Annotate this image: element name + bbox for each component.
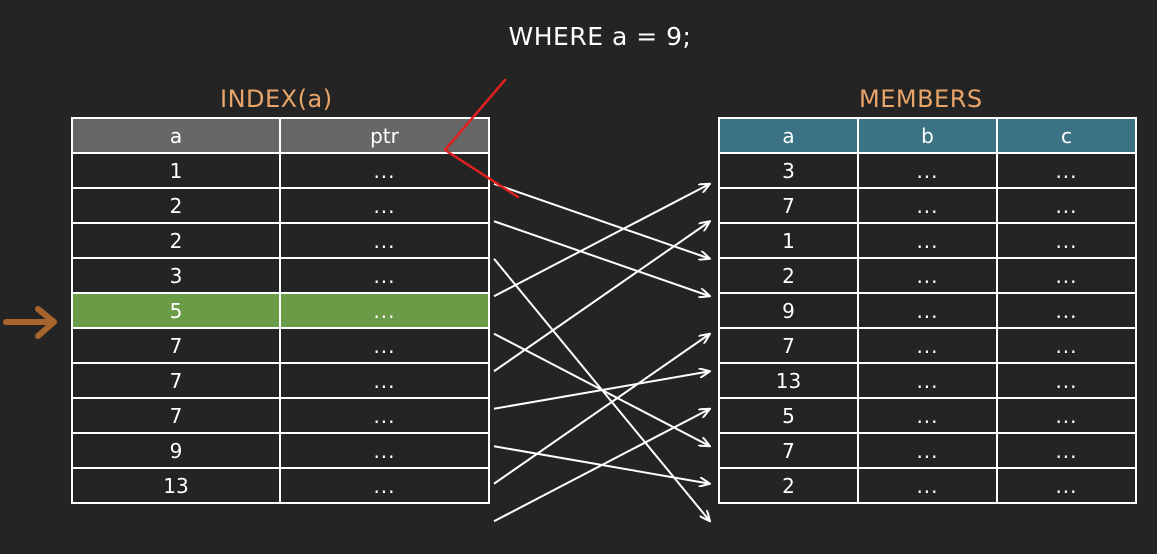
pointer-lines (493, 182, 710, 523)
members-cell-a: 3 (718, 152, 859, 189)
index-table: a ptr 1...2...2...3...5...7...7...7...9.… (71, 117, 490, 504)
index-row: 3... (71, 257, 490, 294)
members-header-c: c (996, 117, 1137, 154)
members-cell-b: ... (857, 257, 998, 294)
members-cell-c: ... (996, 292, 1137, 329)
members-cell-b: ... (857, 362, 998, 399)
members-cell-b: ... (857, 222, 998, 259)
members-row: 5...... (718, 397, 1137, 434)
index-cell-a: 3 (71, 257, 281, 294)
members-cell-c: ... (996, 222, 1137, 259)
index-row: 1... (71, 152, 490, 189)
members-header-b: b (857, 117, 998, 154)
members-table: a b c 3......7......1......2......9.....… (718, 117, 1137, 504)
members-row: 7...... (718, 327, 1137, 364)
members-header-a: a (718, 117, 859, 154)
index-cell-ptr: ... (279, 327, 490, 364)
members-cell-b: ... (857, 152, 998, 189)
index-row: 7... (71, 327, 490, 364)
members-cell-a: 7 (718, 432, 859, 469)
members-cell-c: ... (996, 397, 1137, 434)
index-cell-a: 1 (71, 152, 281, 189)
index-header-row: a ptr (71, 117, 490, 154)
index-cell-a: 9 (71, 432, 281, 469)
members-cell-c: ... (996, 257, 1137, 294)
members-heading: MEMBERS (859, 85, 983, 113)
index-cell-ptr: ... (279, 362, 490, 399)
index-cell-ptr: ... (279, 257, 490, 294)
pointer-arrow (493, 220, 710, 296)
pointer-arrow (493, 409, 710, 523)
index-row: 5... (71, 292, 490, 329)
index-cell-ptr: ... (279, 292, 490, 329)
members-cell-a: 9 (718, 292, 859, 329)
members-cell-b: ... (857, 187, 998, 224)
members-cell-b: ... (857, 397, 998, 434)
index-cell-ptr: ... (279, 152, 490, 189)
members-row: 2...... (718, 257, 1137, 294)
members-cell-b: ... (857, 432, 998, 469)
members-cell-b: ... (857, 467, 998, 504)
index-row: 9... (71, 432, 490, 469)
members-row: 2...... (718, 467, 1137, 504)
members-cell-c: ... (996, 432, 1137, 469)
query-title: WHERE a = 9; (508, 22, 692, 51)
pointer-arrow (493, 221, 710, 373)
index-cell-ptr: ... (279, 467, 490, 504)
members-cell-c: ... (996, 187, 1137, 224)
members-cell-a: 13 (718, 362, 859, 399)
index-cell-a: 7 (71, 362, 281, 399)
index-cell-a: 5 (71, 292, 281, 329)
index-cell-a: 7 (71, 327, 281, 364)
index-cell-ptr: ... (279, 432, 490, 469)
members-cell-a: 1 (718, 222, 859, 259)
right-arrow-icon (3, 306, 57, 339)
members-cell-c: ... (996, 152, 1137, 189)
members-cell-b: ... (857, 292, 998, 329)
index-row: 7... (71, 397, 490, 434)
pointer-arrow (493, 371, 710, 410)
index-header-ptr: ptr (279, 117, 490, 154)
members-row: 9...... (718, 292, 1137, 329)
members-header-row: a b c (718, 117, 1137, 154)
members-row: 13...... (718, 362, 1137, 399)
members-row: 1...... (718, 222, 1137, 259)
members-cell-a: 5 (718, 397, 859, 434)
members-row: 7...... (718, 187, 1137, 224)
members-cell-c: ... (996, 467, 1137, 504)
members-cell-b: ... (857, 327, 998, 364)
pointer-arrow (493, 184, 710, 298)
index-heading: INDEX(a) (220, 85, 333, 113)
pointer-arrow (493, 334, 710, 485)
members-row: 7...... (718, 432, 1137, 469)
index-row: 7... (71, 362, 490, 399)
index-cell-a: 7 (71, 397, 281, 434)
index-row: 2... (71, 187, 490, 224)
members-cell-c: ... (996, 362, 1137, 399)
index-cell-ptr: ... (279, 222, 490, 259)
index-cell-a: 13 (71, 467, 281, 504)
members-cell-a: 2 (718, 257, 859, 294)
members-cell-c: ... (996, 327, 1137, 364)
index-header-a: a (71, 117, 281, 154)
index-cell-ptr: ... (279, 187, 490, 224)
members-cell-a: 7 (718, 187, 859, 224)
index-cell-ptr: ... (279, 397, 490, 434)
members-cell-a: 7 (718, 327, 859, 364)
index-row: 2... (71, 222, 490, 259)
members-row: 3...... (718, 152, 1137, 189)
members-cell-a: 2 (718, 467, 859, 504)
index-row: 13... (71, 467, 490, 504)
index-cell-a: 2 (71, 222, 281, 259)
pointer-arrow (493, 182, 710, 259)
check-mark-icon (443, 78, 520, 199)
index-cell-a: 2 (71, 187, 281, 224)
